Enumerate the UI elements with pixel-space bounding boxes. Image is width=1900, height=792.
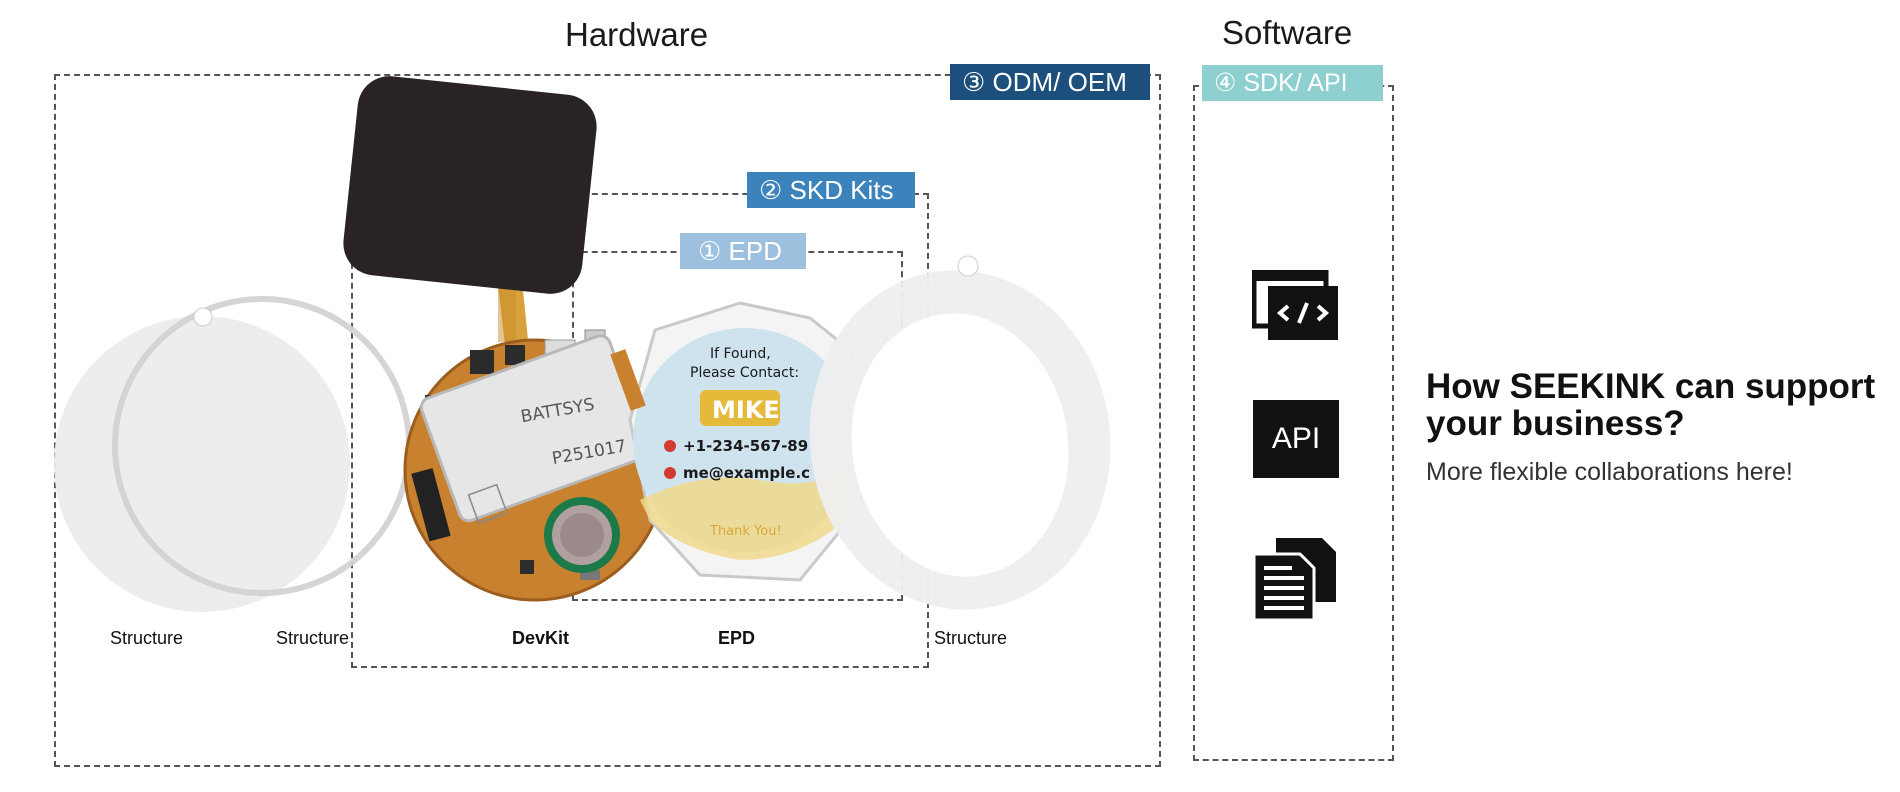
structure-right-label: Structure: [934, 628, 1008, 648]
skd-kits-tag: ② SKD Kits: [747, 172, 915, 208]
screen-line2: Please Contact:: [690, 365, 799, 381]
screen-phone: +1-234-567-89: [683, 437, 808, 455]
software-title: Software: [1222, 14, 1353, 51]
structure-left-label: Structure: [110, 628, 184, 648]
screen-name-badge: [700, 390, 780, 426]
screen-name: MIKE: [712, 396, 780, 424]
code-windows-icon: [1252, 270, 1338, 340]
screen-footer: Thank You!: [709, 524, 782, 539]
odm-frame: [54, 74, 1161, 767]
api-icon: API: [1253, 400, 1339, 478]
sdk-api-tag: ④ SDK/ API: [1202, 65, 1383, 101]
ring-hole: [193, 307, 213, 327]
ring-right-hole: [957, 255, 979, 277]
promo-headline-line1: How SEEKINK can support: [1426, 367, 1876, 406]
odm-oem-tag: ③ ODM/ OEM: [950, 64, 1150, 100]
battery: BATTSYS P251017: [419, 334, 650, 525]
structure-ring-label: Structure: [276, 628, 350, 648]
epd-label: EPD: [718, 628, 756, 648]
promo-subtitle: More flexible collaborations here!: [1426, 458, 1793, 486]
structure-disc-left: [54, 316, 350, 612]
epd-panel-back: [343, 76, 597, 294]
screen-email: me@example.c: [683, 464, 810, 482]
hardware-illustration: BATTSYS P251017 If Found, Please Contact…: [54, 76, 1111, 612]
documents-icon: [1252, 538, 1336, 622]
hardware-title: Hardware: [565, 16, 709, 53]
api-icon-text: API: [1271, 422, 1321, 455]
promo-headline-line2: your business?: [1426, 404, 1685, 443]
epd-tag: ① EPD: [680, 233, 806, 269]
promo-headline: How SEEKINK can support your business?: [1426, 368, 1875, 442]
screen-line1: If Found,: [710, 346, 771, 362]
devkit-label: DevKit: [512, 628, 570, 648]
